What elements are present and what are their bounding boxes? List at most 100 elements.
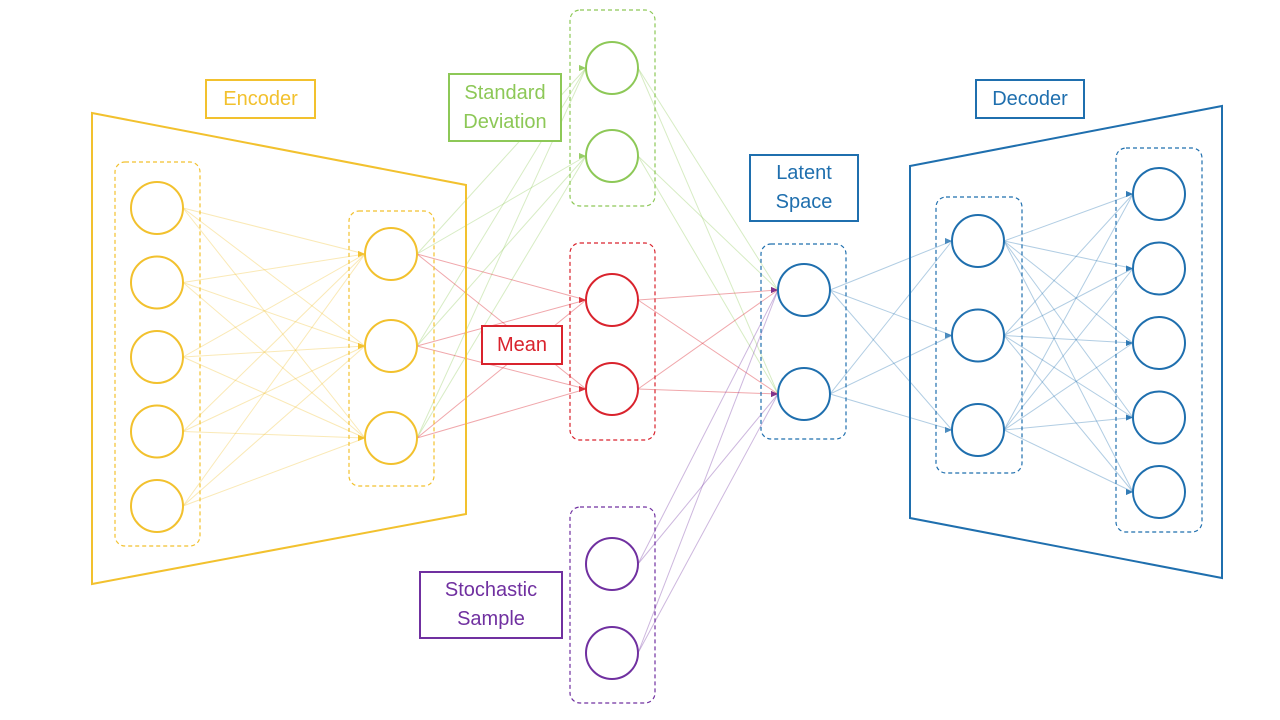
connection-line xyxy=(829,335,953,395)
neuron-node xyxy=(1132,241,1186,296)
connection-line xyxy=(416,253,587,301)
connection-line xyxy=(1003,429,1134,493)
connection-line xyxy=(1003,335,1134,493)
neuron-node xyxy=(364,411,418,465)
connection-line xyxy=(637,155,779,395)
connection-line xyxy=(637,67,779,395)
connection-line xyxy=(416,253,587,390)
connection-line xyxy=(182,356,366,439)
connection-line xyxy=(1003,193,1134,431)
neuron-node xyxy=(1132,316,1186,370)
latent-layer-box xyxy=(760,243,847,440)
neuron-node xyxy=(1132,390,1186,445)
neuron-node xyxy=(951,403,1005,457)
connection-arrowhead xyxy=(358,343,365,349)
connection-line xyxy=(637,393,779,565)
encoder-input-layer-box xyxy=(114,161,201,547)
encoder-label: Encoder xyxy=(205,79,316,119)
connection-line xyxy=(182,282,366,347)
mean-label: Mean xyxy=(481,325,563,365)
connection-line xyxy=(182,345,366,358)
connection-line xyxy=(182,431,366,439)
connection-line xyxy=(1003,193,1134,242)
neuron-node xyxy=(1132,167,1186,221)
connection-arrowhead xyxy=(771,287,778,293)
connection-line xyxy=(637,155,779,291)
connection-line xyxy=(416,155,587,347)
connection-line xyxy=(1003,240,1134,493)
connection-line xyxy=(416,155,587,439)
decoder-trapezoid xyxy=(909,104,1223,580)
connection-arrowhead xyxy=(1126,191,1133,197)
connection-arrowhead xyxy=(579,297,586,303)
connection-line xyxy=(182,253,366,358)
neuron-node xyxy=(130,181,184,235)
connection-line xyxy=(182,207,366,439)
connection-arrowhead xyxy=(945,238,952,244)
connection-line xyxy=(637,289,779,565)
connection-arrowhead xyxy=(1126,340,1133,346)
layer-frames xyxy=(91,9,1223,704)
connection-line xyxy=(637,289,779,654)
connection-arrowhead xyxy=(771,391,778,397)
connection-line xyxy=(182,437,366,507)
std-dev-label: Standard Deviation xyxy=(448,73,562,142)
connection-line xyxy=(182,345,366,507)
connection-line xyxy=(182,253,366,283)
neuron-node xyxy=(1132,465,1186,519)
connection-arrowhead xyxy=(1126,414,1133,421)
connection-line xyxy=(829,289,953,431)
connection-arrowhead xyxy=(358,251,365,257)
encoder-trapezoid xyxy=(91,111,467,586)
connection-line xyxy=(182,207,366,347)
neuron-node xyxy=(130,330,184,384)
connection-arrowhead xyxy=(945,332,952,339)
connection-line xyxy=(637,299,779,395)
connection-line xyxy=(416,299,587,347)
connection-line xyxy=(182,253,366,432)
neuron-node xyxy=(585,273,639,327)
connection-line xyxy=(1003,335,1134,344)
neurons xyxy=(130,41,1186,680)
sample-layer-box xyxy=(569,506,656,704)
connection-line xyxy=(637,289,779,390)
connection-arrowhead xyxy=(945,427,952,433)
connection-line xyxy=(1003,240,1134,418)
connection-line xyxy=(637,388,779,395)
connection-line xyxy=(637,393,779,654)
neuron-node xyxy=(130,479,184,533)
connection-line xyxy=(829,240,953,395)
connection-line xyxy=(829,289,953,336)
connection-line xyxy=(1003,417,1134,431)
decoder-label: Decoder xyxy=(975,79,1085,119)
mean-layer-box xyxy=(569,242,656,441)
connection-line xyxy=(1003,335,1134,418)
latent-space-label: Latent Space xyxy=(749,154,859,222)
connection-arrowhead xyxy=(1126,265,1133,272)
connection-line xyxy=(182,207,366,255)
connection-line xyxy=(637,289,779,301)
neuron-node xyxy=(585,626,639,680)
connection-arrowhead xyxy=(579,153,586,159)
connection-line xyxy=(1003,193,1134,336)
connection-line xyxy=(1003,268,1134,431)
connection-line xyxy=(416,388,587,439)
neuron-node xyxy=(585,41,639,95)
neuron-node xyxy=(364,319,418,373)
connection-line xyxy=(1003,240,1134,344)
stochastic-sample-label: Stochastic Sample xyxy=(419,571,563,639)
connection-arrowhead xyxy=(1126,489,1133,495)
connection-line xyxy=(182,345,366,432)
neuron-node xyxy=(777,367,831,421)
connection-line xyxy=(182,282,366,439)
neuron-node xyxy=(585,129,639,183)
neuron-node xyxy=(130,255,184,310)
connection-line xyxy=(416,345,587,390)
connection-arrowhead xyxy=(579,386,586,392)
std-dev-layer-box xyxy=(569,9,656,207)
connection-line xyxy=(637,67,779,291)
neuron-node xyxy=(777,263,831,317)
decoder-hidden-layer-box xyxy=(935,196,1023,474)
neuron-node xyxy=(364,227,418,281)
neuron-node xyxy=(130,404,184,459)
